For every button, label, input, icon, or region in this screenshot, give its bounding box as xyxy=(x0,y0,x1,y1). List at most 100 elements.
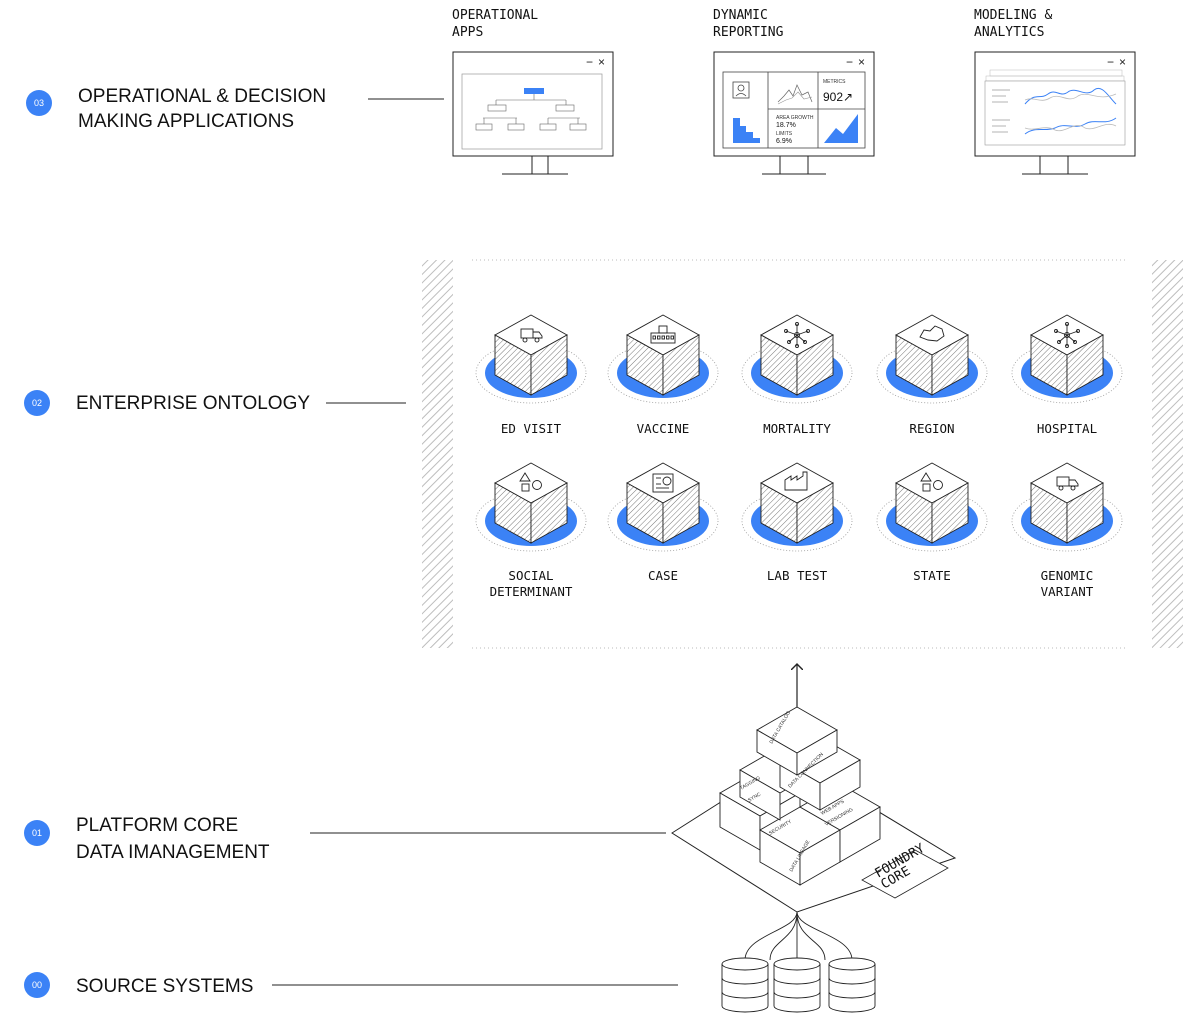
database-icon xyxy=(828,957,876,1013)
node-cube xyxy=(494,314,568,396)
map-icon xyxy=(919,325,945,342)
database-icon xyxy=(721,957,769,1013)
ontology-node[interactable]: LAB TEST xyxy=(741,462,853,583)
source-connectors xyxy=(744,911,853,961)
user-icon xyxy=(732,81,750,99)
ontology-node-label: HOSPITAL xyxy=(1037,421,1097,436)
ontology-node-label: CASE xyxy=(648,568,678,583)
platform-core: FOUNDRY CORE DATA CATALOG TAGGING xyxy=(671,706,957,913)
node-cube xyxy=(494,462,568,544)
node-cube xyxy=(1030,462,1104,544)
hatch-border-right xyxy=(1152,260,1183,648)
factory-icon xyxy=(784,471,808,491)
bar-graphic xyxy=(733,118,760,143)
truck-icon xyxy=(520,328,543,343)
app-title-line: ANALYTICS xyxy=(974,25,1044,40)
tree-node xyxy=(487,104,507,112)
database-icon xyxy=(773,957,821,1013)
tier-03: 03 OPERATIONAL & DECISION MAKING APPLICA… xyxy=(26,86,444,132)
node-cube xyxy=(895,462,969,544)
tree-node xyxy=(569,123,587,131)
monitor-screen xyxy=(452,51,614,157)
monitor-screen xyxy=(974,51,1136,157)
truck-icon xyxy=(1056,476,1079,491)
app-reporting: DYNAMIC REPORTING − × METRICS 902↗ AREA … xyxy=(713,8,875,175)
metrics-value: 902↗ xyxy=(823,90,853,104)
source-databases xyxy=(721,957,876,1013)
ontology-node-label: VACCINE xyxy=(637,421,690,436)
tier-badge-number: 00 xyxy=(32,980,42,990)
ontology-node-label: STATE xyxy=(913,568,951,583)
close-icon: × xyxy=(858,55,865,69)
ontology-node-label: SOCIAL xyxy=(508,568,553,583)
ontology-node[interactable]: STATE xyxy=(876,462,988,583)
ontology-node-grid: ED VISIT VACCINE MORTALITY REGION HOSPITAL SO… xyxy=(475,314,1123,599)
tree-node xyxy=(555,104,575,112)
growth-label: AREA GROWTH xyxy=(776,115,814,121)
tier-badge xyxy=(24,972,50,998)
tier-label-line: ENTERPRISE ONTOLOGY xyxy=(76,393,310,414)
tree-node xyxy=(507,123,525,131)
ontology-node[interactable]: REGION xyxy=(876,314,988,436)
tier-label-line: OPERATIONAL & DECISION xyxy=(78,86,326,107)
ontology-node[interactable]: CASE xyxy=(607,462,719,583)
ontology-node-label: MORTALITY xyxy=(763,421,831,436)
node-cube xyxy=(895,314,969,396)
node-cube xyxy=(760,462,834,544)
tier-02: 02 ENTERPRISE ONTOLOGY xyxy=(24,390,406,416)
minimize-icon: − xyxy=(586,55,593,69)
line-graphic xyxy=(1024,88,1117,105)
app-panel xyxy=(461,73,603,150)
tier-badge xyxy=(24,390,50,416)
shapes-icon xyxy=(519,472,542,492)
tier-badge xyxy=(24,820,50,846)
ontology-node[interactable]: HOSPITAL xyxy=(1011,314,1123,436)
ontology-node-label: GENOMIC xyxy=(1041,568,1094,583)
area-graphic xyxy=(824,114,858,143)
app-title-line: REPORTING xyxy=(713,25,784,40)
ontology-panel: ED VISIT VACCINE MORTALITY REGION HOSPITAL SO… xyxy=(422,259,1183,649)
ontology-node-label: DETERMINANT xyxy=(490,584,573,599)
app-operational: OPERATIONAL APPS − × xyxy=(452,8,614,175)
document-icon xyxy=(652,473,674,493)
tier-00: 00 SOURCE SYSTEMS xyxy=(24,972,678,998)
tree-node xyxy=(539,123,557,131)
ontology-node-label: REGION xyxy=(909,421,954,436)
close-icon: × xyxy=(1119,55,1126,69)
tier-label-line: PLATFORM CORE xyxy=(76,815,238,836)
close-icon: × xyxy=(598,55,605,69)
ontology-node[interactable]: VACCINE xyxy=(607,314,719,436)
tier-badge-number: 01 xyxy=(32,828,42,838)
node-cube xyxy=(1030,314,1104,396)
app-title-line: APPS xyxy=(452,25,483,40)
app-title-line: DYNAMIC xyxy=(713,8,768,23)
ontology-node[interactable]: ED VISIT xyxy=(475,314,587,436)
network-icon xyxy=(1054,322,1080,348)
ontology-node-label: LAB TEST xyxy=(767,568,828,583)
shapes-icon xyxy=(920,472,943,492)
app-title-line: OPERATIONAL xyxy=(452,8,538,23)
tier-01: 01 PLATFORM CORE DATA IMANAGEMENT xyxy=(24,815,666,863)
sparkline-graphic xyxy=(777,84,813,103)
foundry-core-tab xyxy=(861,849,949,899)
ontology-node[interactable]: MORTALITY xyxy=(741,314,853,436)
minimize-icon: − xyxy=(846,55,853,69)
node-cube xyxy=(626,314,700,396)
ontology-node-label: VARIANT xyxy=(1041,584,1094,599)
limits-value: 6.9% xyxy=(776,138,792,145)
minimize-icon: − xyxy=(1107,55,1114,69)
app-modeling: MODELING & ANALYTICS − × xyxy=(974,8,1136,175)
monitor-screen xyxy=(713,51,875,157)
tier-badge-number: 02 xyxy=(32,398,42,408)
tier-badge xyxy=(26,90,52,116)
network-icon xyxy=(784,322,810,348)
tree-node xyxy=(475,123,493,131)
building-icon xyxy=(650,325,676,344)
tier-label-line: SOURCE SYSTEMS xyxy=(76,976,253,997)
ontology-node-label: ED VISIT xyxy=(501,421,562,436)
tier-label-line: MAKING APPLICATIONS xyxy=(78,111,294,132)
hatch-border-left xyxy=(422,260,453,648)
